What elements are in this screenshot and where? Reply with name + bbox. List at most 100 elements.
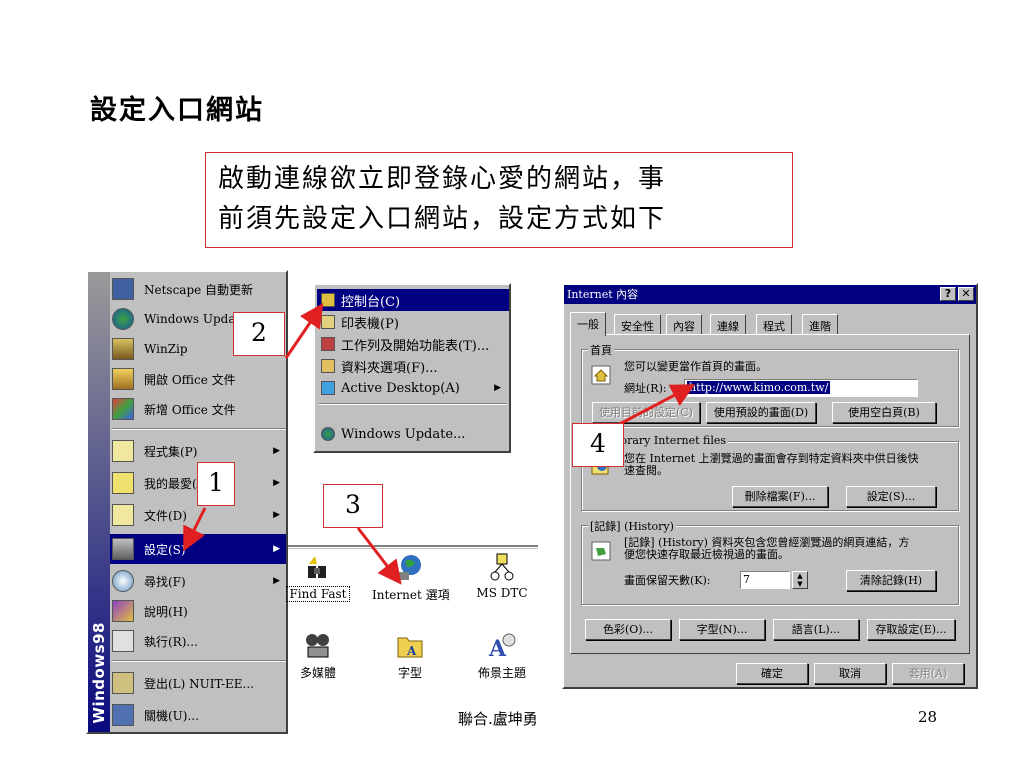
start-item-netscape-update[interactable]: Netscape 自動更新 [110, 274, 286, 304]
slide-title: 設定入口網站 [90, 95, 264, 126]
start-item-programs[interactable]: 程式集(P) ▶ [110, 436, 286, 466]
tab-general[interactable]: 一般 [570, 312, 606, 336]
internet-properties-dialog: Internet 內容 ? ✕ 一般 安全性 內容 連線 程式 進階 首頁 您可… [562, 283, 978, 689]
find-fast-icon [303, 552, 333, 582]
step-1-label: 1 [197, 462, 235, 506]
menu-separator [112, 428, 286, 430]
active-desktop-icon [321, 381, 335, 395]
start-item-help[interactable]: 說明(H) [110, 596, 286, 626]
general-tab-panel: 首頁 您可以變更當作首頁的畫面。 網址(R): http://www.kimo.… [570, 334, 970, 654]
start-item-run[interactable]: 執行(R)... [110, 626, 286, 656]
languages-button[interactable]: 語言(L)... [773, 619, 859, 640]
submenu-item-label: Active Desktop(A) [341, 380, 460, 396]
cp-fonts[interactable]: A 字型 [370, 630, 450, 681]
submenu-item-label: Windows Update... [341, 426, 466, 442]
use-current-button[interactable]: 使用目前的設定(C) [592, 402, 700, 423]
folder-options-icon [321, 359, 335, 373]
start-item-label: 尋找(F) [144, 574, 186, 589]
history-icon [590, 540, 612, 562]
ok-button[interactable]: 確定 [736, 663, 808, 684]
windows-update-icon [321, 427, 335, 441]
new-office-doc-icon [112, 398, 134, 420]
submenu-arrow-icon: ▶ [273, 478, 280, 488]
submenu-item-windows-update[interactable]: Windows Update... [317, 423, 509, 445]
delete-files-button[interactable]: 刪除檔案(F)... [732, 486, 828, 507]
favorites-icon [112, 472, 134, 494]
submenu-item-active-desktop[interactable]: Active Desktop(A) ▶ [317, 377, 509, 399]
tab-programs[interactable]: 程式 [756, 314, 792, 334]
tab-security[interactable]: 安全性 [614, 314, 661, 334]
winzip-icon [112, 338, 134, 360]
fonts-button[interactable]: 字型(N)... [679, 619, 765, 640]
themes-icon: A [487, 630, 517, 662]
temp-files-description-2: 速查閱。 [624, 464, 668, 477]
start-item-label: 文件(D) [144, 508, 187, 523]
submenu-item-printers[interactable]: 印表機(P) [317, 311, 509, 333]
tab-advanced[interactable]: 進階 [802, 314, 838, 334]
programs-icon [112, 440, 134, 462]
submenu-item-control-panel[interactable]: 控制台(C) [317, 289, 509, 311]
menu-separator [112, 660, 286, 662]
submenu-arrow-icon: ▶ [273, 576, 280, 586]
windows98-banner: Windows98 [88, 272, 110, 732]
start-item-find[interactable]: 尋找(F) ▶ [110, 566, 286, 596]
start-item-windows-update[interactable]: Windows Update [110, 304, 286, 334]
settings-icon [112, 538, 134, 560]
start-item-winzip[interactable]: WinZip [110, 334, 286, 364]
temp-settings-button[interactable]: 設定(S)... [846, 486, 936, 507]
close-icon[interactable]: ✕ [958, 287, 974, 301]
settings-submenu: 控制台(C) 印表機(P) 工作列及開始功能表(T)... 資料夾選項(F)..… [313, 283, 511, 453]
step-2-label: 2 [233, 312, 285, 356]
cp-icon-label: Internet 選項 [372, 588, 450, 602]
temp-files-group: Temporary Internet files 您在 Internet 上瀏覽… [581, 434, 959, 511]
days-to-keep-input[interactable]: 7 [740, 571, 790, 589]
cp-ms-dtc[interactable]: MS DTC [462, 552, 542, 600]
callout-line-2: 前須先設定入口網站，設定方式如下 [218, 204, 667, 234]
tab-content[interactable]: 內容 [666, 314, 702, 334]
start-item-label: 程式集(P) [144, 444, 198, 459]
tab-connections[interactable]: 連線 [710, 314, 746, 334]
days-spinner[interactable]: ▲▼ [792, 571, 808, 589]
cp-internet-options[interactable]: Internet 選項 [370, 552, 450, 603]
home-page-group: 首頁 您可以變更當作首頁的畫面。 網址(R): http://www.kimo.… [581, 342, 959, 427]
history-group-title: [記錄] (History) [588, 518, 676, 534]
submenu-arrow-icon: ▶ [494, 383, 501, 393]
cp-multimedia[interactable]: 多媒體 [278, 630, 358, 681]
history-description-2: 便您快速存取最近檢視過的畫面。 [624, 548, 789, 561]
use-default-button[interactable]: 使用預設的畫面(D) [706, 402, 816, 423]
history-group: [記錄] (History) [記錄] (History) 資料夾包含您曾經瀏覽… [581, 518, 959, 605]
cp-find-fast[interactable]: Find Fast [278, 552, 358, 602]
help-icon[interactable]: ? [940, 287, 956, 301]
cp-themes[interactable]: A 佈景主題 [462, 630, 542, 681]
internet-options-icon [395, 552, 425, 582]
start-item-logoff[interactable]: 登出(L) NUIT-EE... [110, 668, 286, 698]
accessibility-button[interactable]: 存取設定(E)... [867, 619, 955, 640]
menu-separator [319, 403, 507, 405]
start-item-settings[interactable]: 設定(S) ▶ [110, 534, 286, 564]
start-item-label: 關機(U)... [144, 708, 199, 723]
start-item-favorites[interactable]: 我的最愛(A) ▶ [110, 468, 286, 498]
start-item-documents[interactable]: 文件(D) ▶ [110, 500, 286, 530]
start-item-open-office-doc[interactable]: 開啟 Office 文件 [110, 364, 286, 394]
use-blank-button[interactable]: 使用空白頁(B) [832, 402, 936, 423]
cp-icon-label: MS DTC [476, 586, 528, 600]
step-3-label: 3 [323, 484, 383, 528]
control-panel-divider [288, 545, 538, 549]
start-item-shutdown[interactable]: 關機(U)... [110, 700, 286, 730]
start-item-label: 執行(R)... [144, 634, 198, 649]
colors-button[interactable]: 色彩(O)... [585, 619, 671, 640]
submenu-item-label: 工作列及開始功能表(T)... [341, 338, 490, 354]
start-item-label: 我的最愛(A) [144, 476, 211, 491]
submenu-item-label: 控制台(C) [341, 294, 401, 310]
submenu-item-folder-options[interactable]: 資料夾選項(F)... [317, 355, 509, 377]
start-item-label: 登出(L) NUIT-EE... [144, 676, 254, 691]
clear-history-button[interactable]: 清除記錄(H) [846, 570, 936, 591]
dialog-title: Internet 內容 [567, 288, 639, 301]
cancel-button[interactable]: 取消 [814, 663, 886, 684]
home-address-input[interactable]: http://www.kimo.com.tw/ [684, 379, 918, 397]
start-item-label: 新增 Office 文件 [144, 402, 236, 417]
submenu-arrow-icon: ▶ [273, 446, 280, 456]
submenu-item-taskbar[interactable]: 工作列及開始功能表(T)... [317, 333, 509, 355]
start-item-new-office-doc[interactable]: 新增 Office 文件 [110, 394, 286, 424]
apply-button[interactable]: 套用(A) [892, 663, 964, 684]
